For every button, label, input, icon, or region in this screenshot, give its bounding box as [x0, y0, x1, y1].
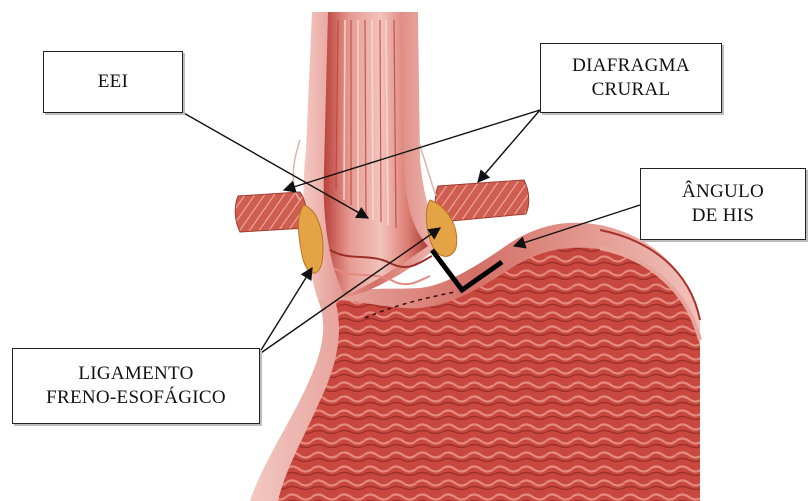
label-ligamento-line-1: LIGAMENTO: [78, 362, 193, 386]
label-eei-line-1: EEI: [98, 70, 128, 94]
label-angulo-line-2: DE HIS: [692, 204, 755, 228]
diaphragm-left: [235, 192, 307, 232]
label-eei: EEI: [43, 51, 183, 113]
label-ligamento-freno-esofagico: LIGAMENTO FRENO-ESOFÁGICO: [12, 348, 260, 424]
label-diafragma-line-1: DIAFRAGMA: [572, 54, 690, 78]
label-angulo-line-1: ÂNGULO: [682, 180, 764, 204]
label-diafragma-line-2: CRURAL: [592, 78, 671, 102]
label-diafragma-crural: DIAFRAGMA CRURAL: [540, 43, 722, 113]
label-angulo-de-his: ÂNGULO DE HIS: [640, 168, 806, 240]
diafragma-arrow-right: [478, 110, 540, 182]
ligamento-arrow-left: [258, 268, 312, 355]
label-ligamento-line-2: FRENO-ESOFÁGICO: [46, 386, 226, 410]
